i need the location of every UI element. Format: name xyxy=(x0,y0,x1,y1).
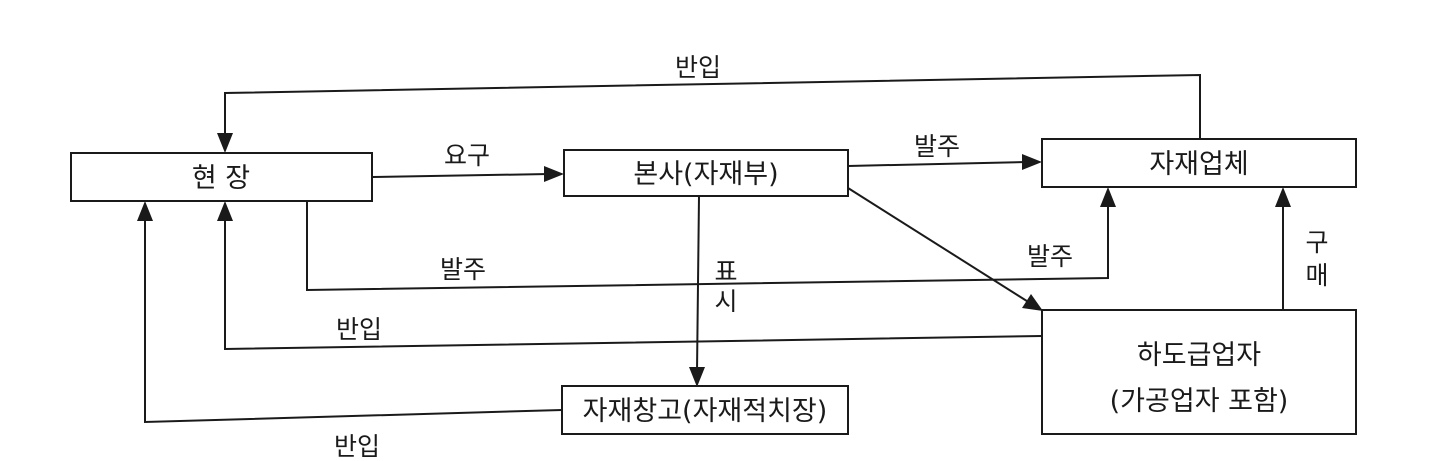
edge-site-to-head-office xyxy=(371,173,550,178)
arrowhead xyxy=(1100,187,1116,207)
node-site-label: 현 장 xyxy=(192,163,250,194)
arrowhead xyxy=(689,367,705,387)
arrowhead xyxy=(137,201,153,221)
node-warehouse: 자재창고(자재적치장) xyxy=(561,385,849,435)
edge-head-office-to-subcontractor xyxy=(847,187,1031,304)
label-subcontractor-to-site: 반입 xyxy=(336,315,382,344)
arrowhead xyxy=(1275,187,1291,207)
edge-warehouse-to-site xyxy=(144,216,563,424)
node-head-office: 본사(자재부) xyxy=(563,149,849,197)
label-supplier-to-site: 반입 xyxy=(675,53,721,82)
node-head-office-label: 본사(자재부) xyxy=(633,159,778,190)
arrowhead xyxy=(217,201,233,221)
node-material-supplier: 자재업체 xyxy=(1041,138,1357,188)
node-subcontractor-line2: (가공업자 포함) xyxy=(1110,386,1289,417)
label-head-office-to-warehouse-line1: 표 xyxy=(714,257,737,286)
label-head-office-to-warehouse-line2: 시 xyxy=(714,287,737,316)
arrowhead xyxy=(217,133,233,153)
arrowhead xyxy=(544,166,564,182)
label-site-to-supplier: 발주 xyxy=(440,255,486,284)
edge-head-office-to-supplier xyxy=(847,161,1028,167)
edge-supplier-to-site xyxy=(224,73,1201,139)
node-site: 현 장 xyxy=(70,152,373,202)
edge-subcontractor-to-site xyxy=(224,216,1043,351)
label-subcontractor-purchase-line1: 구 xyxy=(1305,228,1328,257)
node-subcontractor-line1: 하도급업자 xyxy=(1137,340,1261,371)
label-subcontractor-purchase-line2: 매 xyxy=(1305,261,1328,290)
label-head-office-to-supplier: 발주 xyxy=(914,132,960,161)
label-site-to-head-office: 요구 xyxy=(444,141,490,170)
label-warehouse-to-site: 반입 xyxy=(334,432,380,461)
edge-site-to-supplier xyxy=(306,201,1109,292)
arrowhead xyxy=(1022,154,1042,170)
node-material-supplier-label: 자재업체 xyxy=(1149,149,1248,180)
label-subcontractor-to-supplier: 발주 xyxy=(1027,242,1073,271)
arrowhead xyxy=(1022,294,1043,311)
node-warehouse-label: 자재창고(자재적치장) xyxy=(583,396,828,427)
node-subcontractor: 하도급업자 (가공업자 포함) xyxy=(1041,309,1357,435)
